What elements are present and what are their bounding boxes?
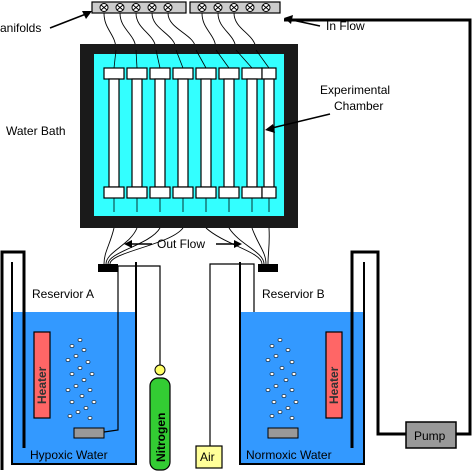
reservoir-a-outflow-manifold <box>98 264 118 272</box>
reservoir-b-label: Reservior B <box>262 287 325 301</box>
hypoxic-water-label: Hypoxic Water <box>30 448 108 462</box>
normoxic-water-label: Normoxic Water <box>246 448 332 462</box>
manifold-left <box>91 1 187 14</box>
manifolds-arrow <box>49 11 92 29</box>
out-flow-arrow-right <box>216 240 242 248</box>
manifolds-label: Manifolds <box>0 21 41 35</box>
air-label: Air <box>200 450 215 464</box>
experimental-tubes <box>103 67 277 199</box>
pump-box: Pump <box>405 421 457 449</box>
outflow-tubes-right <box>205 227 270 265</box>
pump-loop-line <box>0 18 472 470</box>
nitrogen-tank: Nitrogen <box>149 364 171 471</box>
heater-a-label: Heater <box>35 366 49 404</box>
experimental-chamber-label-line1: Experimental <box>320 83 390 97</box>
reservoir-b-outflow-manifold <box>258 264 278 272</box>
nitrogen-line <box>103 265 161 433</box>
experimental-chamber-arrow <box>265 113 331 133</box>
air-stone-b <box>267 427 299 439</box>
pump-label: Pump <box>414 429 446 443</box>
in-flow-label: In Flow <box>326 19 365 33</box>
bubbles-b <box>265 338 299 420</box>
air-box: Air <box>195 445 223 469</box>
heater-a: Heater <box>33 331 51 419</box>
nitrogen-label: Nitrogen <box>154 413 168 462</box>
out-flow-arrow-left <box>124 240 152 248</box>
out-flow-label: Out Flow <box>157 237 205 251</box>
chamber-feed-lines <box>113 49 270 212</box>
outflow-tubes-left <box>103 227 184 265</box>
air-stone-a <box>73 427 105 439</box>
heater-b: Heater <box>325 331 343 419</box>
bubbles-a <box>65 338 97 420</box>
reservoir-a <box>11 262 137 465</box>
heater-b-label: Heater <box>327 366 341 404</box>
experimental-chamber-label-line2: Chamber <box>334 99 383 113</box>
reservoir-a-label: Reservior A <box>32 287 94 301</box>
reservoir-b <box>239 262 365 465</box>
manifold-right <box>189 1 281 14</box>
water-bath-label: Water Bath <box>6 124 66 138</box>
